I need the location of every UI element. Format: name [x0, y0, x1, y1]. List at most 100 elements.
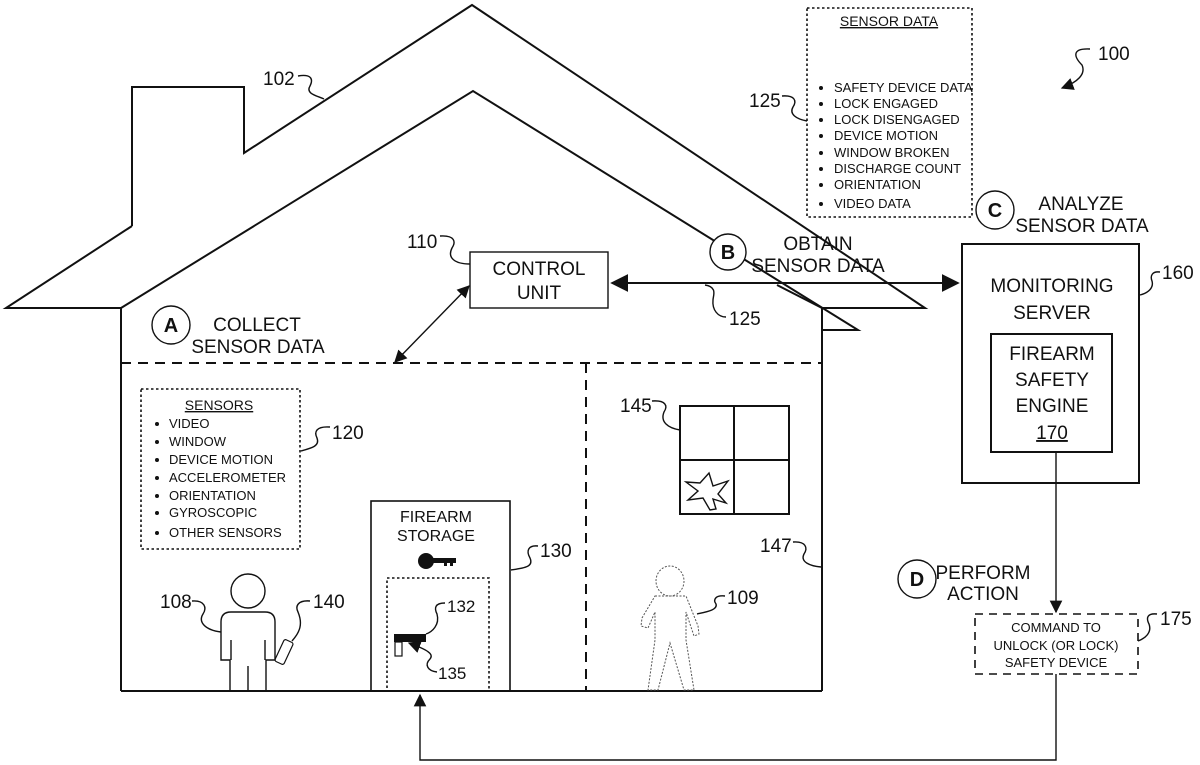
monitoring-server-ref: 160: [1162, 263, 1194, 284]
safety-device-box: [386, 577, 490, 692]
link-leader: [704, 284, 727, 318]
step-d-circle: [897, 559, 937, 599]
step-b-circle: [709, 233, 747, 271]
safety-device-ref: 135: [438, 664, 466, 683]
broken-window-icon[interactable]: [679, 405, 790, 515]
step-a-circle: [151, 305, 191, 345]
control-unit-leader: [439, 235, 471, 265]
command-line2: UNLOCK (OR LOCK): [994, 638, 1119, 653]
wall-ref: 147: [760, 536, 792, 557]
link-ref: 125: [729, 309, 761, 330]
bullet-icon: [155, 476, 159, 480]
bullet-icon: [155, 511, 159, 515]
command-ref: 175: [1160, 609, 1192, 630]
sensor-data-item: DISCHARGE COUNT: [834, 161, 961, 176]
control-unit-box[interactable]: [469, 251, 609, 309]
firearm-leader: [425, 602, 446, 635]
step-d-letter: D: [910, 569, 924, 591]
house-leader: [297, 74, 325, 100]
control-unit-line2: UNIT: [517, 283, 562, 304]
intruder-ref: 109: [727, 588, 759, 609]
bullet-icon: [819, 183, 823, 187]
intruder-person-icon: [640, 565, 700, 691]
chimney-left-eave: [2, 225, 133, 309]
bullet-icon: [819, 86, 823, 90]
step-c-letter: C: [988, 200, 1002, 222]
figure-ref-label: 100: [1098, 44, 1130, 65]
step-b-line2: SENSOR DATA: [751, 256, 885, 277]
sensors-item: GYROSCOPIC: [169, 505, 257, 520]
storage-leader: [510, 545, 539, 571]
mobile-device-icon: [274, 639, 294, 665]
sensors-item: ORIENTATION: [169, 488, 256, 503]
step-a-line2: SENSOR DATA: [191, 337, 325, 358]
monitoring-server-box[interactable]: [961, 243, 1140, 484]
sensor-data-item: ORIENTATION: [834, 177, 921, 192]
engine-line3: ENGINE: [1016, 396, 1089, 417]
storage-line1: FIREARM: [400, 509, 472, 526]
monitoring-server-line2: SERVER: [1013, 303, 1091, 324]
sensor-data-item: VIDEO DATA: [834, 196, 911, 211]
step-c-line1: ANALYZE: [1038, 194, 1123, 215]
step-c-line2: SENSOR DATA: [1015, 216, 1149, 237]
sensors-item: OTHER SENSORS: [169, 525, 282, 540]
firearm-storage-box[interactable]: [370, 500, 511, 692]
step-b-letter: B: [721, 242, 735, 264]
sensor-data-item: LOCK ENGAGED: [834, 96, 938, 111]
collect-arrow: [394, 285, 470, 363]
command-line3: SAFETY DEVICE: [1005, 655, 1108, 670]
sensor-data-box: [806, 7, 973, 218]
bullet-icon: [819, 167, 823, 171]
window-ref: 145: [620, 396, 652, 417]
step-d-line1: PERFORM: [936, 563, 1031, 584]
bullet-icon: [819, 202, 823, 206]
monitoring-server-leader: [1139, 271, 1161, 296]
sensors-item: VIDEO: [169, 416, 209, 431]
bullet-icon: [155, 494, 159, 498]
control-unit-line1: CONTROL: [493, 259, 586, 280]
bullet-icon: [819, 102, 823, 106]
command-return-arrow: [413, 674, 1057, 761]
figure-ref-arrow: [1060, 48, 1091, 90]
step-c-circle: [975, 190, 1015, 230]
storage-line2: STORAGE: [397, 528, 475, 545]
step-d-line2: ACTION: [947, 584, 1019, 605]
command-line1: COMMAND TO: [1011, 620, 1101, 635]
storage-ref: 130: [540, 541, 572, 562]
device-ref: 140: [313, 592, 345, 613]
sensors-ref: 120: [332, 423, 364, 444]
bullet-icon: [155, 422, 159, 426]
firearm-ref: 132: [447, 597, 475, 616]
sensors-item: DEVICE MOTION: [169, 452, 273, 467]
step-a-letter: A: [164, 315, 178, 337]
window-leader: [651, 400, 681, 431]
sensor-data-leader: [781, 95, 808, 122]
bullet-icon: [819, 118, 823, 122]
command-leader: [1137, 613, 1158, 642]
sensor-data-item: WINDOW BROKEN: [834, 145, 950, 160]
sensors-leader: [300, 426, 331, 452]
house-ref-label: 102: [263, 69, 295, 90]
wall-leader: [792, 541, 822, 568]
sensor-data-item: DEVICE MOTION: [834, 128, 938, 143]
key-icon: [418, 553, 456, 569]
sensors-list: VIDEO WINDOW DEVICE MOTION ACCELEROMETER…: [155, 416, 286, 540]
bullet-icon: [155, 458, 159, 462]
control-unit-ref: 110: [407, 232, 437, 253]
broken-glass-icon: [683, 471, 730, 511]
bullet-icon: [819, 134, 823, 138]
sensor-data-list: SAFETY DEVICE DATA LOCK ENGAGED LOCK DIS…: [819, 80, 973, 211]
step-b-line1: OBTAIN: [783, 234, 852, 255]
roof-inner: [120, 89, 862, 331]
house: [2, 3, 929, 692]
firearm-safety-engine-box[interactable]: [990, 333, 1113, 453]
resident-person-icon: [220, 573, 276, 691]
sensor-data-item: SAFETY DEVICE DATA: [834, 80, 973, 95]
safety-device-arrow: [407, 641, 438, 673]
resident-ref: 108: [160, 592, 192, 613]
bullet-icon: [819, 151, 823, 155]
roof-outer: [131, 3, 929, 309]
resident-leader: [191, 600, 222, 633]
sensors-title: SENSORS: [185, 397, 253, 413]
